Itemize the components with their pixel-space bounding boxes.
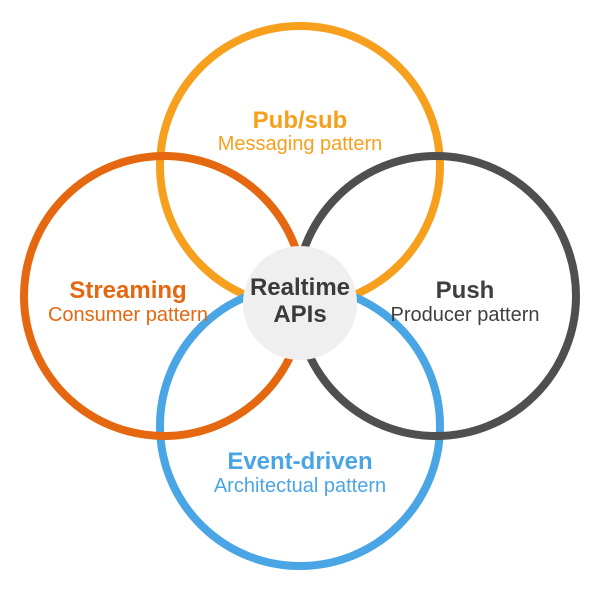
pubsub-subtitle: Messaging pattern <box>218 133 383 155</box>
streaming-title: Streaming <box>69 277 186 304</box>
center-disc <box>243 246 357 360</box>
streaming-subtitle: Consumer pattern <box>48 304 208 326</box>
event-driven-title: Event-driven <box>227 448 372 475</box>
event-driven-subtitle: Architectual pattern <box>214 475 386 497</box>
push-title: Push <box>436 277 495 304</box>
center-label-line1: Realtime <box>250 274 350 301</box>
push-subtitle: Producer pattern <box>391 304 540 326</box>
center-label-line2: APIs <box>273 301 326 328</box>
pubsub-title: Pub/sub <box>253 107 348 134</box>
